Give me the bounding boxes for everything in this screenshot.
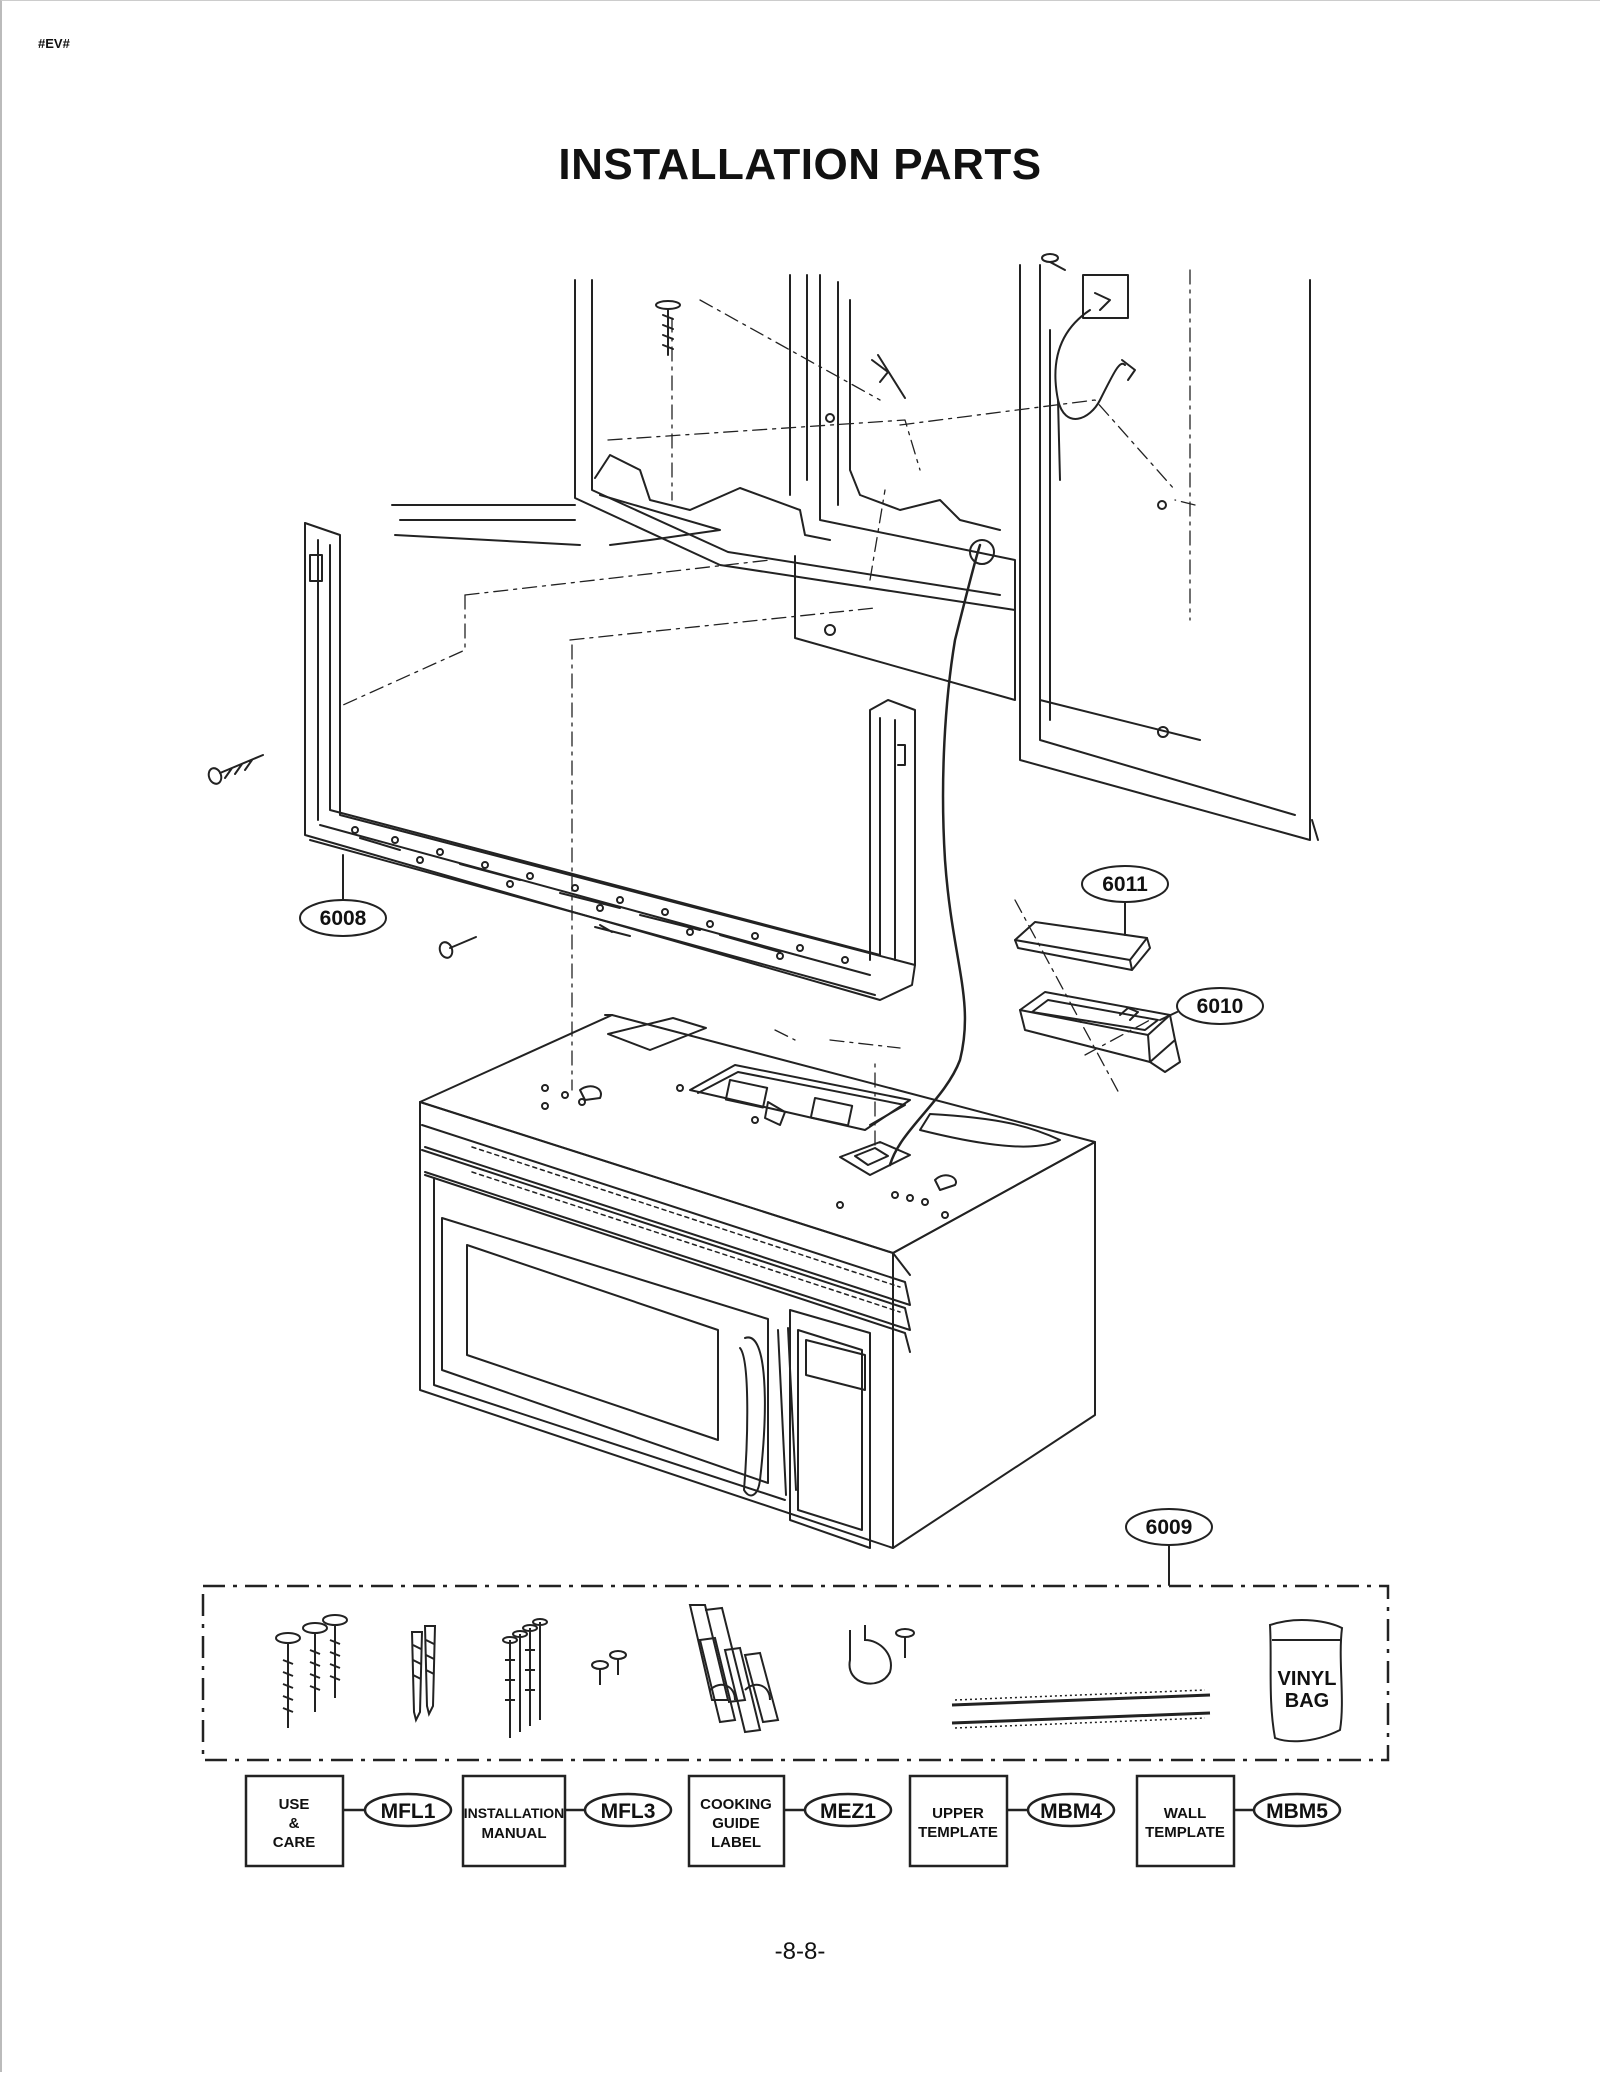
callout-label-6008: 6008 [320, 907, 367, 930]
alignment-lines [342, 269, 1196, 1146]
doc-box-installation-manual [461, 1774, 567, 1868]
callout-6009 [1125, 1508, 1213, 1586]
filler-strips [951, 1689, 1211, 1729]
doc-code-mez1: MEZ1 [820, 1800, 876, 1823]
outlet-screw [1041, 253, 1066, 271]
toggle-bolt [871, 354, 906, 399]
doc-label-upper-template: TEMPLATE [918, 1824, 998, 1841]
doc-label-wall-template: TEMPLATE [1145, 1824, 1225, 1841]
callout-label-6010: 6010 [1197, 995, 1244, 1018]
page-title: INSTALLATION PARTS [558, 140, 1042, 189]
doc-box-wall-template [1135, 1774, 1236, 1868]
doc-label-upper: UPPER [932, 1805, 984, 1822]
callout-label-6011: 6011 [1102, 873, 1148, 896]
doc-label-installation: INSTALLATION [464, 1805, 565, 1821]
doc-code-mfl3: MFL3 [601, 1800, 656, 1823]
doc-box-upper-template [908, 1774, 1009, 1868]
vinyl-bag-label-line1: VINYL [1278, 1668, 1337, 1690]
microwave-oven [419, 1014, 1096, 1549]
wall-outlet [1054, 274, 1136, 481]
callout-label-6009: 6009 [1146, 1516, 1193, 1539]
vinyl-bag [1268, 1619, 1344, 1743]
doc-label-use: USE [279, 1796, 310, 1813]
plate-screw-left [207, 754, 264, 785]
doc-label-wall: WALL [1164, 1805, 1207, 1822]
mounting-plate [304, 522, 916, 1001]
cabinet-bolt [655, 300, 681, 356]
upper-cabinet [391, 264, 1319, 841]
cord-clamp [848, 1625, 915, 1685]
long-screws [275, 1614, 348, 1728]
doc-label-cooking: COOKING [700, 1796, 772, 1813]
doc-box-cooking-guide [687, 1774, 786, 1868]
kit-6009 [201, 1584, 1390, 1762]
doc-box-use-care [244, 1774, 345, 1868]
document-code: #EV# [38, 36, 70, 51]
document-parts [244, 1774, 1342, 1868]
part-6010 [1019, 991, 1181, 1073]
small-screws [591, 1650, 627, 1685]
doc-label-care: CARE [273, 1834, 316, 1851]
kit-box [201, 1584, 1390, 1762]
callout-6008 [299, 854, 387, 937]
page-number: -8-8- [774, 1938, 826, 1965]
doc-code-mfl1: MFL1 [381, 1800, 436, 1823]
vinyl-bag-label-line2: BAG [1285, 1690, 1329, 1712]
bolts [502, 1618, 548, 1738]
power-cord [888, 543, 982, 1167]
wall-anchors [410, 1625, 437, 1723]
doc-code-mbm5: MBM5 [1266, 1800, 1328, 1823]
callout-6011 [1081, 865, 1169, 936]
doc-label-guide: GUIDE [712, 1815, 760, 1832]
doc-label-manual: MANUAL [482, 1825, 547, 1842]
toggle-bolts [688, 1604, 780, 1734]
doc-code-mbm4: MBM4 [1040, 1800, 1102, 1823]
callout-6010 [1159, 987, 1264, 1025]
plate-screw-lower [438, 936, 477, 959]
part-6011 [1014, 921, 1151, 971]
doc-label-label: LABEL [711, 1834, 761, 1851]
doc-label-amp: & [289, 1815, 300, 1832]
